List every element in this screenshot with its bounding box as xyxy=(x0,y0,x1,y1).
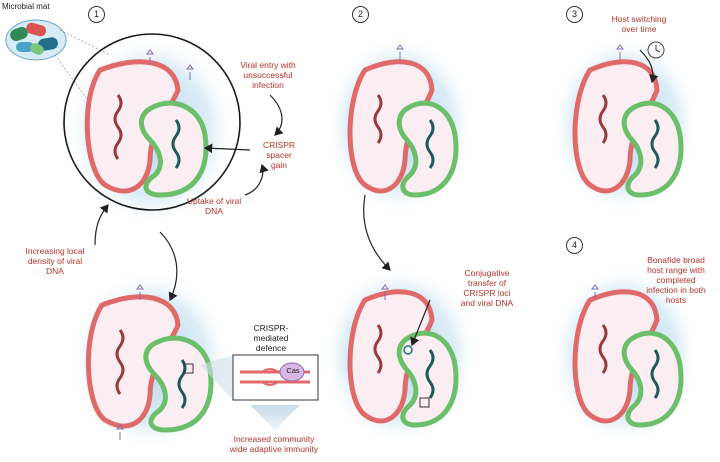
immunity-arrow xyxy=(250,405,300,430)
panel-4 xyxy=(550,265,700,445)
red-host-cell xyxy=(84,59,181,194)
process-arrows xyxy=(94,94,431,347)
arrow-density-up xyxy=(94,204,109,246)
cas-label: Cas xyxy=(286,366,300,375)
panel-1-bottom xyxy=(70,270,230,450)
arrow-gain-to-cell xyxy=(203,143,251,154)
panel-2-bottom xyxy=(322,265,478,445)
step-1-badge: 1 xyxy=(88,6,105,23)
panel-3 xyxy=(550,35,700,215)
arrow-conjugative xyxy=(410,299,431,347)
arrow-entry-to-gain xyxy=(269,94,284,136)
red-cell-dna xyxy=(113,94,123,160)
step-2-badge: 2 xyxy=(352,6,369,23)
plasmid-icon xyxy=(403,345,413,355)
crispr-defence-inset xyxy=(200,354,319,430)
panel-1-top xyxy=(63,33,241,225)
step-3-badge: 3 xyxy=(566,6,583,23)
zoom-box-icon xyxy=(183,363,194,374)
cas-protein xyxy=(279,362,305,382)
microbial-mat-label: Microbial mat xyxy=(2,2,50,11)
microbial-mat-icon xyxy=(5,19,67,61)
arrow-panel2-down xyxy=(363,194,391,271)
step-4-badge: 4 xyxy=(566,237,583,254)
arrow-uptake-to-gain xyxy=(244,163,269,196)
arrow-down-to-defence xyxy=(159,231,178,302)
zoom-circle xyxy=(63,33,241,211)
panel-2-top xyxy=(325,35,475,215)
green-cell-dna xyxy=(171,119,181,169)
phage-particles xyxy=(116,44,624,440)
